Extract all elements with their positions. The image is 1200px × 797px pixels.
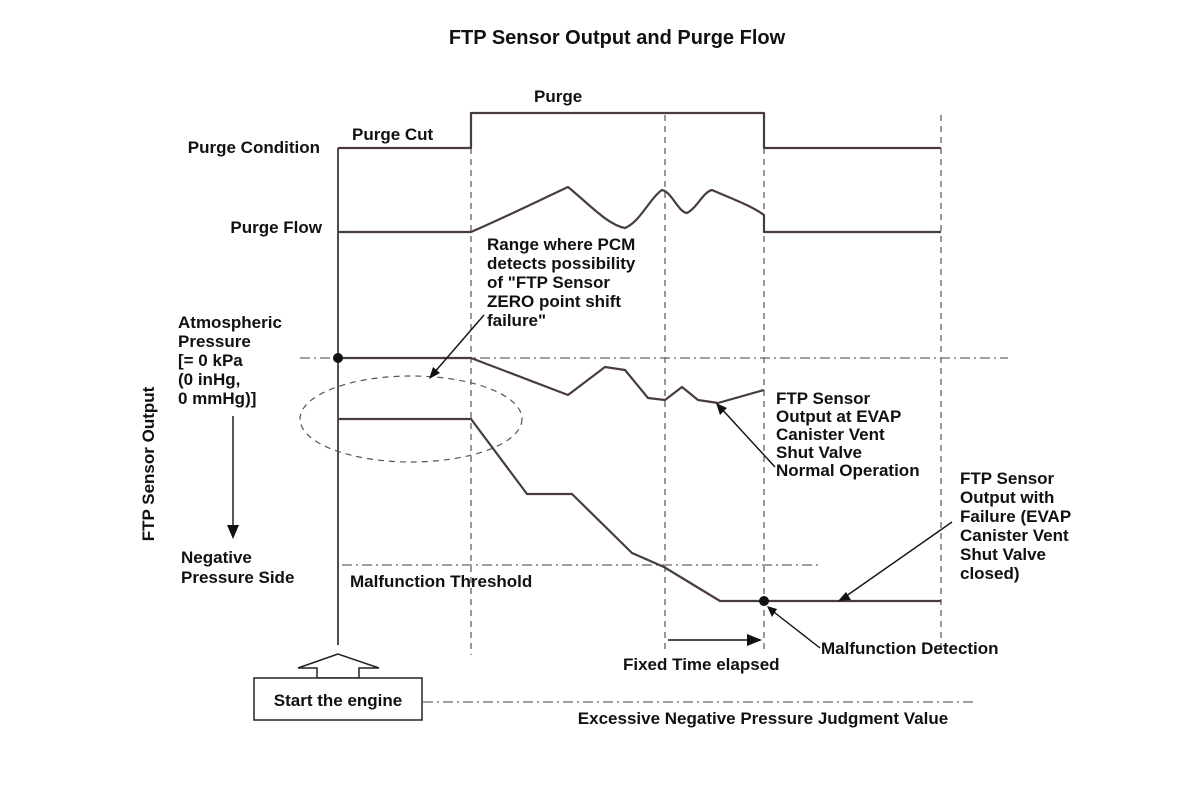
ftp-output-normal-signal <box>338 356 765 405</box>
normal-output-label: FTP Sensor Output at EVAP Canister Vent … <box>776 389 920 480</box>
purge-flow-signal <box>338 185 941 234</box>
y-axis-label: FTP Sensor Output <box>139 386 158 541</box>
purge-flow-label: Purge Flow <box>230 218 322 237</box>
purge-label: Purge <box>534 87 582 106</box>
fixed-time-arrowhead <box>747 634 762 646</box>
start-engine-up-arrow <box>297 653 380 679</box>
malfunction-detection-label: Malfunction Detection <box>821 639 999 658</box>
range-note-arrowhead <box>429 367 440 379</box>
malfunction-detection-arrow <box>769 608 821 649</box>
failure-output-arrowhead <box>838 592 851 601</box>
negative-direction-arrowhead <box>227 525 239 539</box>
malfunction-threshold-label: Malfunction Threshold <box>350 572 532 591</box>
start-engine-label: Start the engine <box>274 691 402 710</box>
negative-pressure-side-label: Negative Pressure Side <box>181 548 294 587</box>
normal-output-arrow <box>718 405 776 468</box>
fixed-time-label: Fixed Time elapsed <box>623 655 780 674</box>
atmospheric-start-dot <box>333 353 343 363</box>
failure-output-arrow <box>841 521 953 600</box>
range-note-arrow <box>432 314 485 375</box>
purge-condition-signal <box>338 111 941 150</box>
normal-output-arrowhead <box>716 403 727 415</box>
range-note-label: Range where PCM detects possibility of "… <box>487 235 640 330</box>
zero-shift-range-ellipse <box>299 375 523 463</box>
purge-cut-label: Purge Cut <box>352 125 434 144</box>
diagram-title: FTP Sensor Output and Purge Flow <box>449 27 786 49</box>
start-engine-box <box>253 677 423 721</box>
excessive-judgment-label: Excessive Negative Pressure Judgment Val… <box>578 709 948 728</box>
failure-output-label: FTP Sensor Output with Failure (EVAP Can… <box>960 469 1076 583</box>
purge-condition-label: Purge Condition <box>188 138 320 157</box>
atmospheric-pressure-label: Atmospheric Pressure [= 0 kPa (0 inHg, 0… <box>178 313 287 408</box>
malfunction-detection-dot <box>759 596 769 606</box>
malfunction-detection-arrowhead <box>767 606 777 617</box>
ftp-output-failure-signal <box>338 417 941 603</box>
